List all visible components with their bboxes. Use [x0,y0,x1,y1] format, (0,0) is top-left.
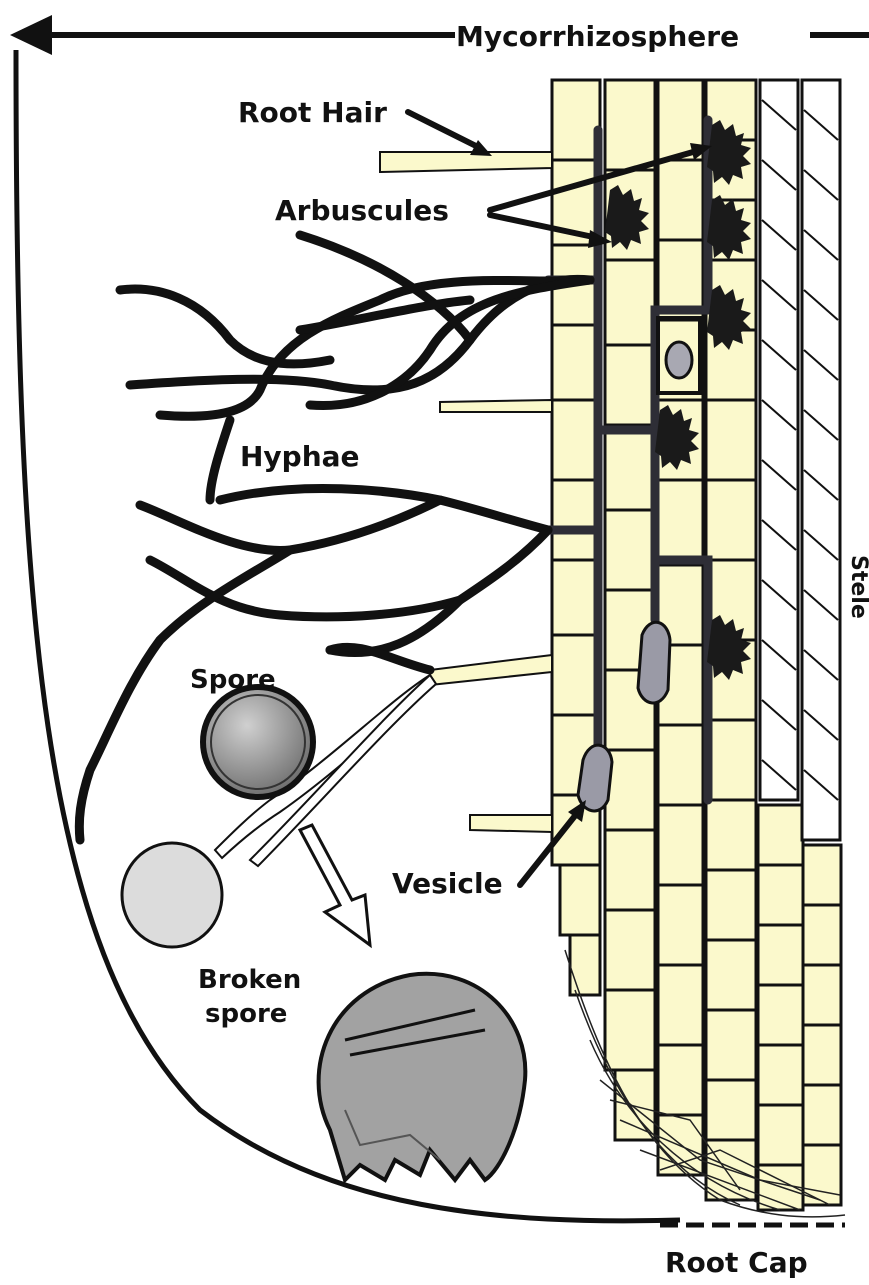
hollow-arrow [300,825,370,945]
root-cap-label: Root Cap [665,1246,808,1279]
stele-tissue [760,80,840,840]
spore-label: Spore [190,665,276,695]
broken-spore-label-line1: Broken [198,965,301,995]
broken-spore [319,974,526,1180]
broken-spore-label-line2: spore [205,999,287,1029]
spore [203,687,313,797]
stele-label: Stele [846,555,869,619]
arbuscules-label: Arbuscules [275,194,449,227]
external-hyphae [79,235,590,840]
vesicle-label: Vesicle [392,867,503,900]
hyphae-label: Hyphae [240,440,360,473]
germinating-spore [122,843,222,947]
mycorrhizosphere-label: Mycorrhizosphere [456,20,739,53]
root-hair-label: Root Hair [238,96,387,129]
